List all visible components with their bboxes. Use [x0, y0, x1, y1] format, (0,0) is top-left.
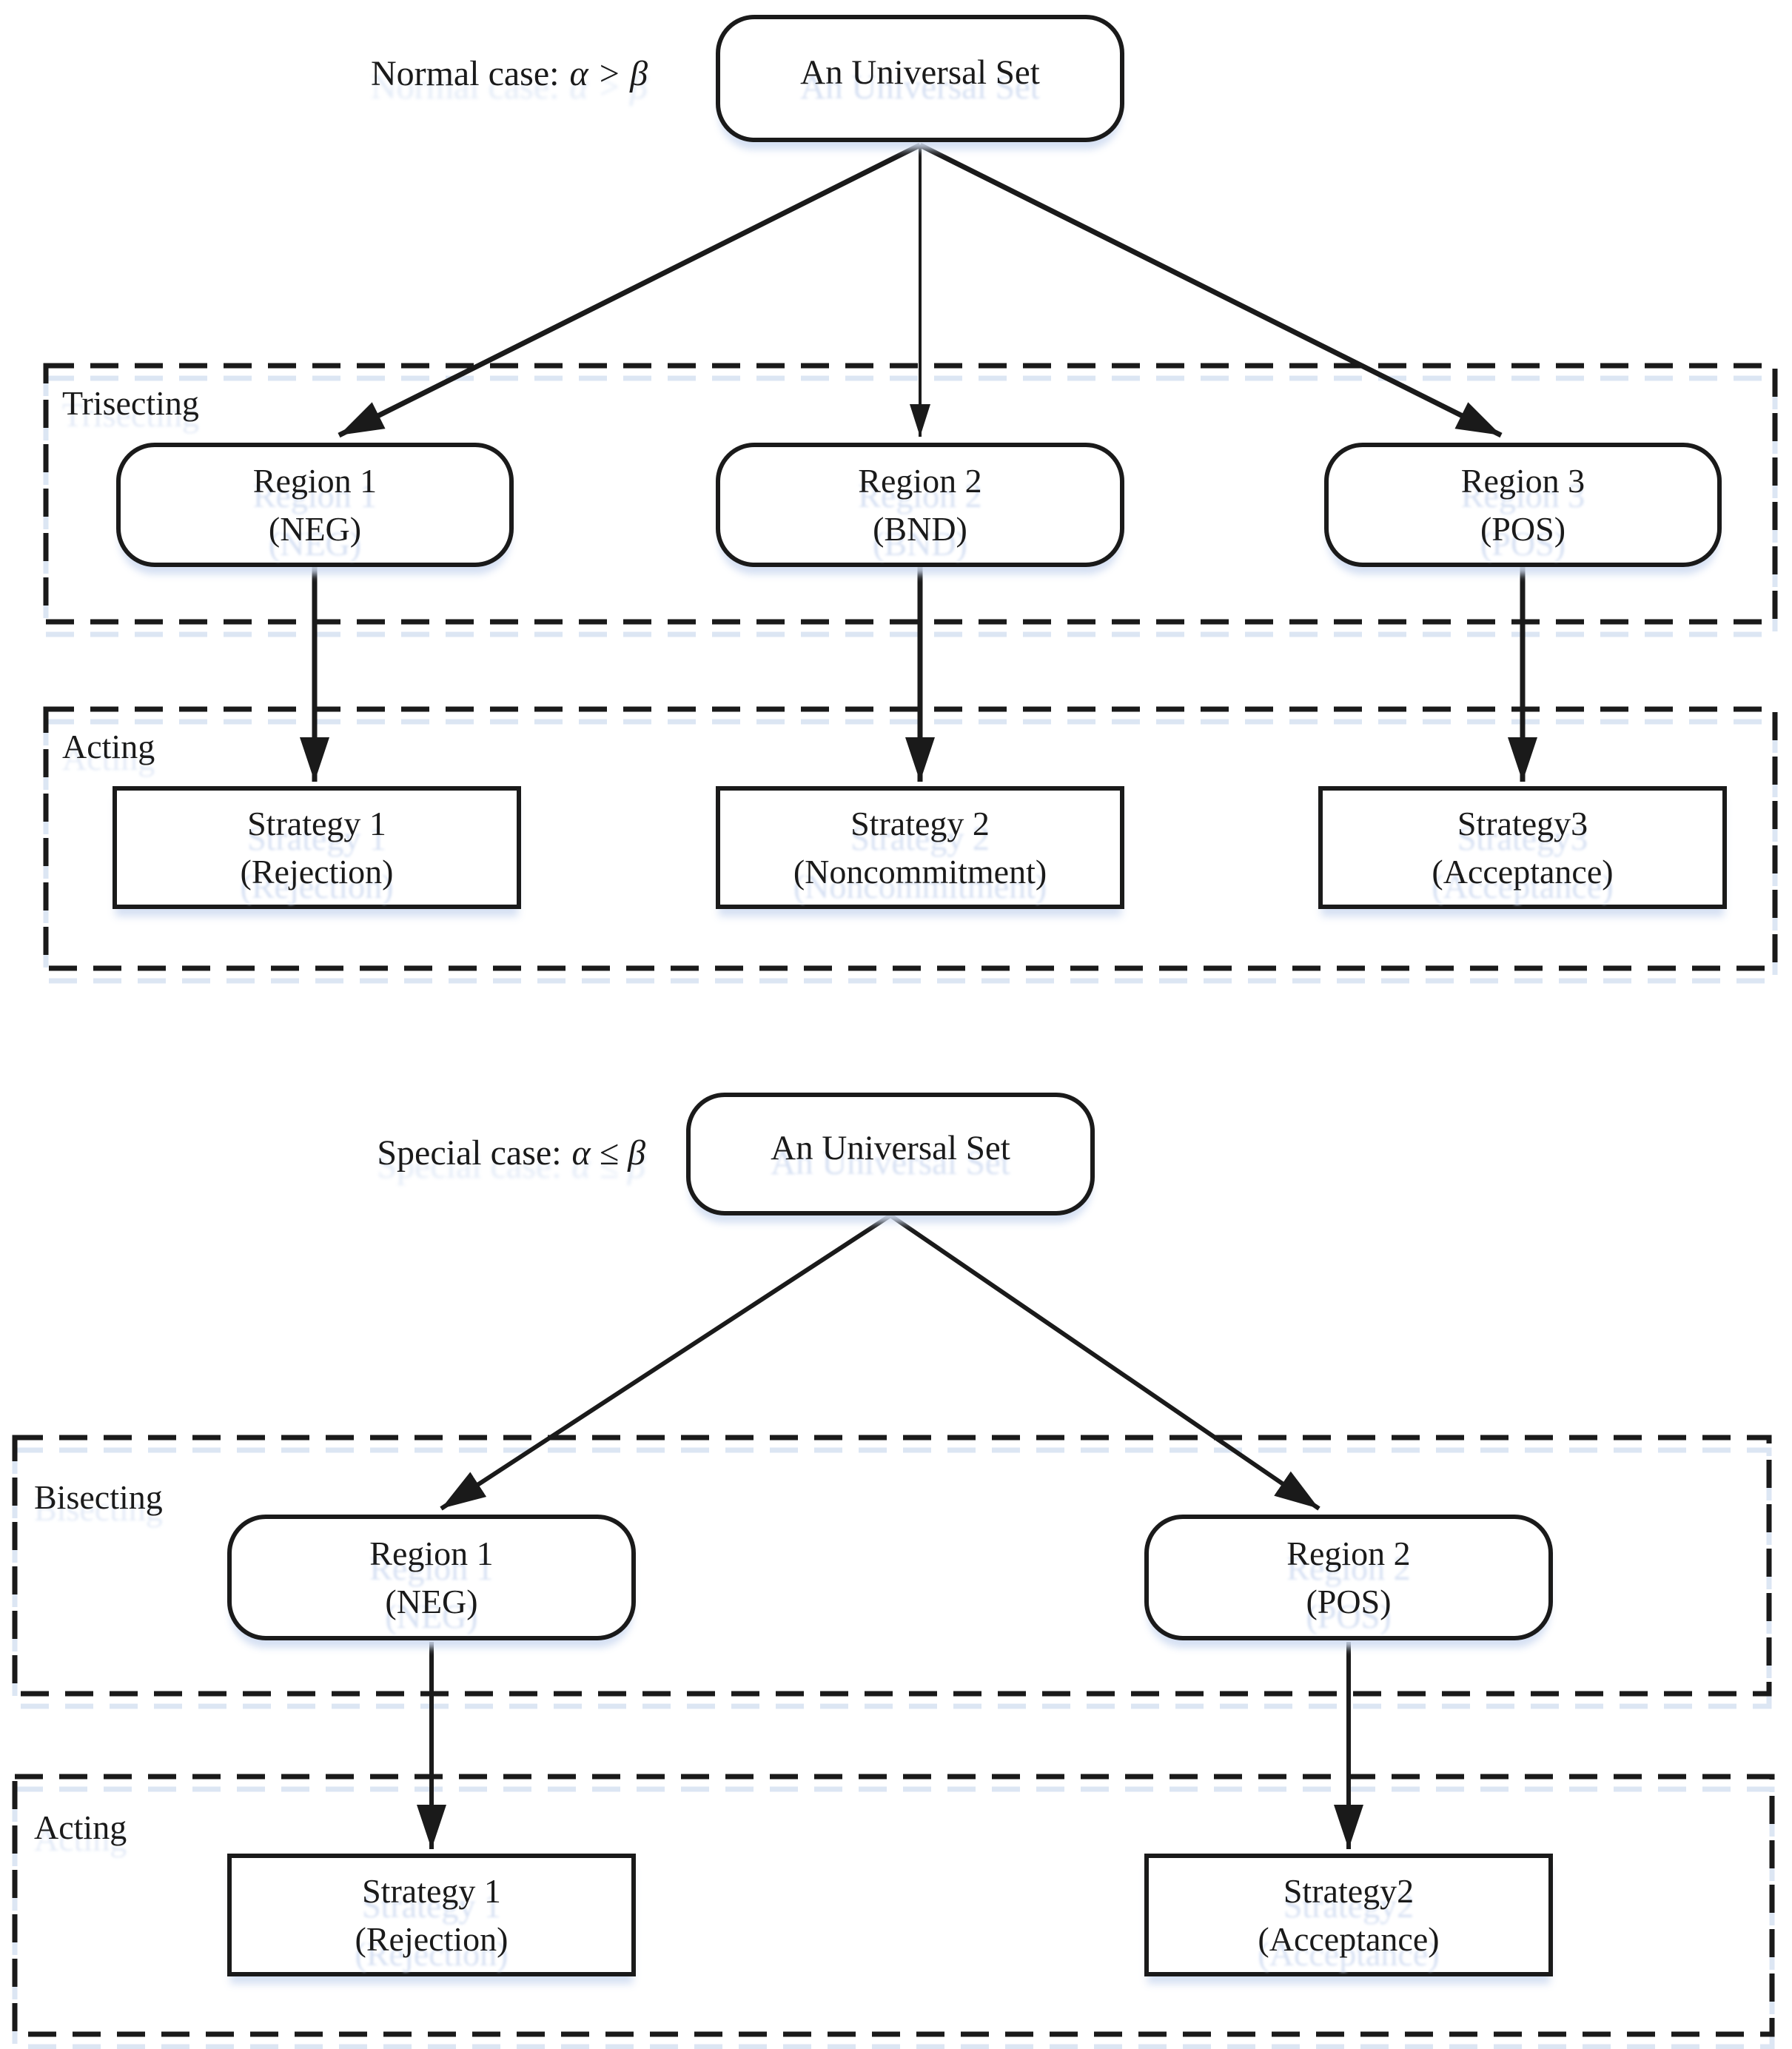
region3-line1: Region 3 — [1460, 461, 1585, 500]
strategy3-node: Strategy3 (Acceptance) — [1318, 786, 1727, 909]
region1-line2: (NEG) — [268, 510, 362, 548]
region2b-line2: (POS) — [1306, 1583, 1392, 1620]
strategy1b-line1: Strategy 1 — [362, 1871, 501, 1910]
bisecting-label: Bisecting — [34, 1478, 163, 1516]
strategy1-node: Strategy 1 (Rejection) — [113, 786, 521, 909]
caption-special-case-math: α ≤ β — [571, 1133, 645, 1173]
acting-box-2 — [12, 1774, 1775, 2037]
region1-line1: Region 1 — [252, 461, 377, 500]
caption-normal-case-text: Normal case: — [370, 54, 560, 93]
region3-node: Region 3 (POS) — [1324, 443, 1722, 567]
strategy2b-line2: (Acceptance) — [1258, 1920, 1440, 1958]
trisecting-box — [43, 363, 1778, 625]
caption-normal-case-math: α > β — [569, 54, 648, 93]
strategy1b-node: Strategy 1 (Rejection) — [227, 1854, 636, 1976]
region2-node: Region 2 (BND) — [716, 443, 1124, 567]
arrow-root2-region1 — [440, 1213, 892, 1511]
region1b-line2: (NEG) — [385, 1583, 478, 1620]
strategy1b-line2: (Rejection) — [355, 1920, 509, 1958]
strategy2-line2: (Noncommitment) — [793, 853, 1047, 891]
universal-set-node-2: An Universal Set — [686, 1093, 1095, 1215]
strategy2b-node: Strategy2 (Acceptance) — [1144, 1854, 1553, 1976]
arrow-root1-region3 — [919, 142, 1503, 438]
trisecting-label: Trisecting — [62, 384, 199, 422]
strategy2-line1: Strategy 2 — [850, 804, 990, 842]
strategy1-line1: Strategy 1 — [247, 804, 386, 842]
region2-line2: (BND) — [873, 510, 967, 548]
acting-label-1: Acting — [62, 728, 155, 765]
universal-set-label-1: An Universal Set — [800, 53, 1040, 92]
region2b-node: Region 2 (POS) — [1144, 1515, 1553, 1640]
arrow-root2-region2 — [889, 1213, 1320, 1511]
caption-special-case: Special case:α ≤ β — [377, 1136, 645, 1171]
region1-node: Region 1 (NEG) — [116, 443, 514, 567]
universal-set-node-1: An Universal Set — [716, 15, 1124, 142]
region3-line2: (POS) — [1480, 510, 1566, 548]
strategy3-line2: (Acceptance) — [1432, 853, 1614, 891]
acting-label-2: Acting — [34, 1808, 127, 1846]
caption-special-case-text: Special case: — [377, 1133, 562, 1173]
universal-set-label-2: An Universal Set — [771, 1128, 1010, 1167]
strategy2-node: Strategy 2 (Noncommitment) — [716, 786, 1124, 909]
bisecting-box — [12, 1435, 1772, 1697]
strategy2b-line1: Strategy2 — [1283, 1871, 1415, 1910]
region1b-line1: Region 1 — [369, 1534, 494, 1572]
strategy3-line1: Strategy3 — [1457, 804, 1588, 842]
caption-normal-case: Normal case:α > β — [371, 56, 648, 92]
region2b-line1: Region 2 — [1286, 1534, 1411, 1572]
acting-box-1 — [43, 706, 1778, 971]
region1b-node: Region 1 (NEG) — [227, 1515, 636, 1640]
arrow-root1-region1 — [338, 142, 922, 438]
region2-line1: Region 2 — [858, 461, 982, 500]
strategy1-line2: (Rejection) — [240, 853, 394, 891]
